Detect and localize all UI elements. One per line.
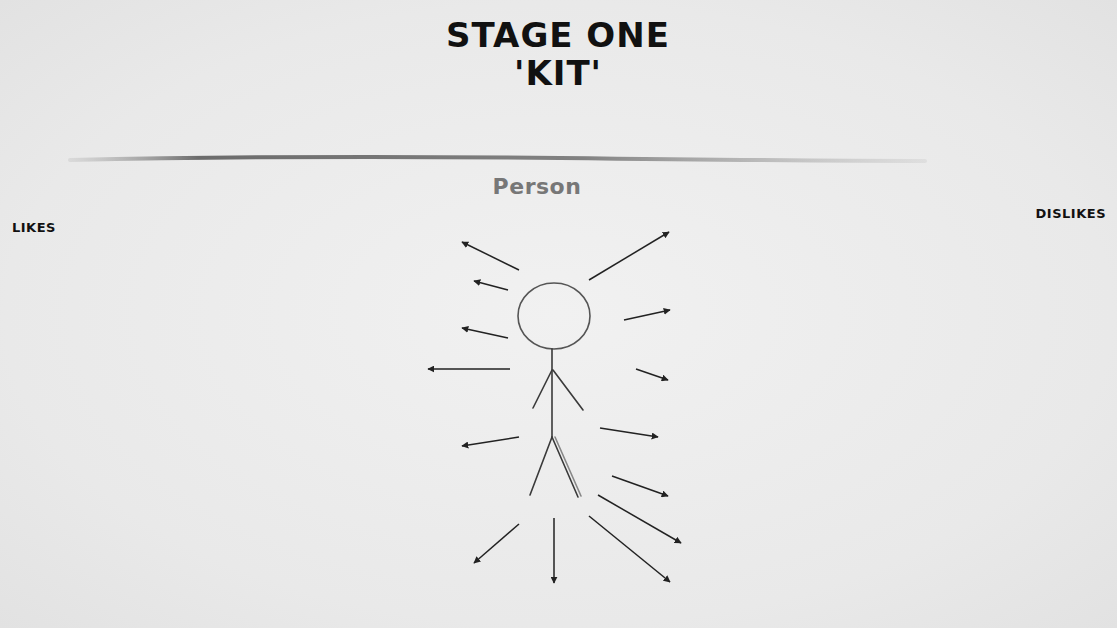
radiating-arrow — [612, 476, 668, 496]
radiating-arrow — [428, 368, 510, 370]
side-label: DISLIKES — [956, 206, 1106, 222]
radiating-arrow — [474, 281, 508, 290]
diagram-title: STAGE ONE 'KIT' — [428, 16, 688, 92]
radiating-arrow — [636, 369, 668, 380]
side-label: LIKES — [12, 220, 162, 236]
figure-caption: Person — [437, 174, 637, 200]
radiating-arrow — [462, 242, 519, 270]
figure-leg-shade — [555, 437, 581, 496]
figure-leg — [530, 437, 552, 495]
radiating-arrow — [589, 232, 669, 280]
stick-figure — [518, 283, 590, 497]
radiating-arrow — [462, 328, 508, 338]
radiating-arrow — [553, 518, 555, 583]
figure-head — [518, 283, 590, 349]
radiating-arrow — [598, 495, 681, 543]
figure-leg — [552, 437, 578, 497]
radiating-arrow — [589, 516, 670, 582]
brush-divider — [70, 157, 925, 161]
radiating-arrow — [600, 428, 658, 437]
figure-body — [551, 349, 553, 437]
radiating-arrow — [624, 310, 670, 320]
figure-arm — [533, 370, 552, 408]
radiating-arrows — [428, 232, 681, 583]
radiating-arrow — [462, 437, 519, 446]
figure-arm — [553, 370, 583, 410]
radiating-arrow — [474, 524, 519, 563]
